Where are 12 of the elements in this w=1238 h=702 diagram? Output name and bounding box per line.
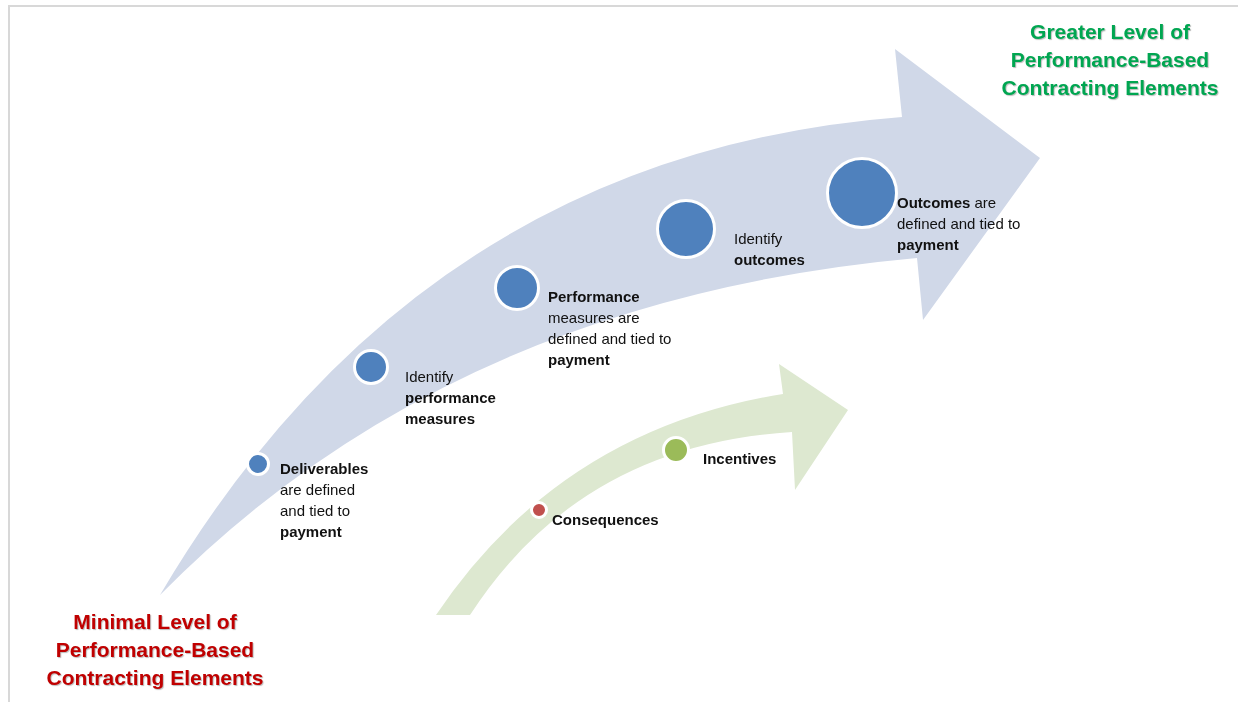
level-heading: Greater Level of Performance-Based Contracting Elements [1000,19,1220,101]
level-heading: Minimal Level of Performance-Based Contracting Elements [45,609,265,691]
step-text: Deliverables are defined and tied to payment [280,459,370,542]
step-text: Identify performance measures [405,367,497,429]
step-dot [530,501,548,519]
step-text: Performance measures are defined and tied to payment [548,287,673,370]
step-text: Incentives [703,449,778,469]
step-dot [662,436,690,464]
step-dot [246,452,270,476]
step-text: Outcomes are defined and tied to payment [897,193,1022,255]
step-text: Consequences [552,510,660,530]
step-text: Identify outcomes [734,229,806,270]
